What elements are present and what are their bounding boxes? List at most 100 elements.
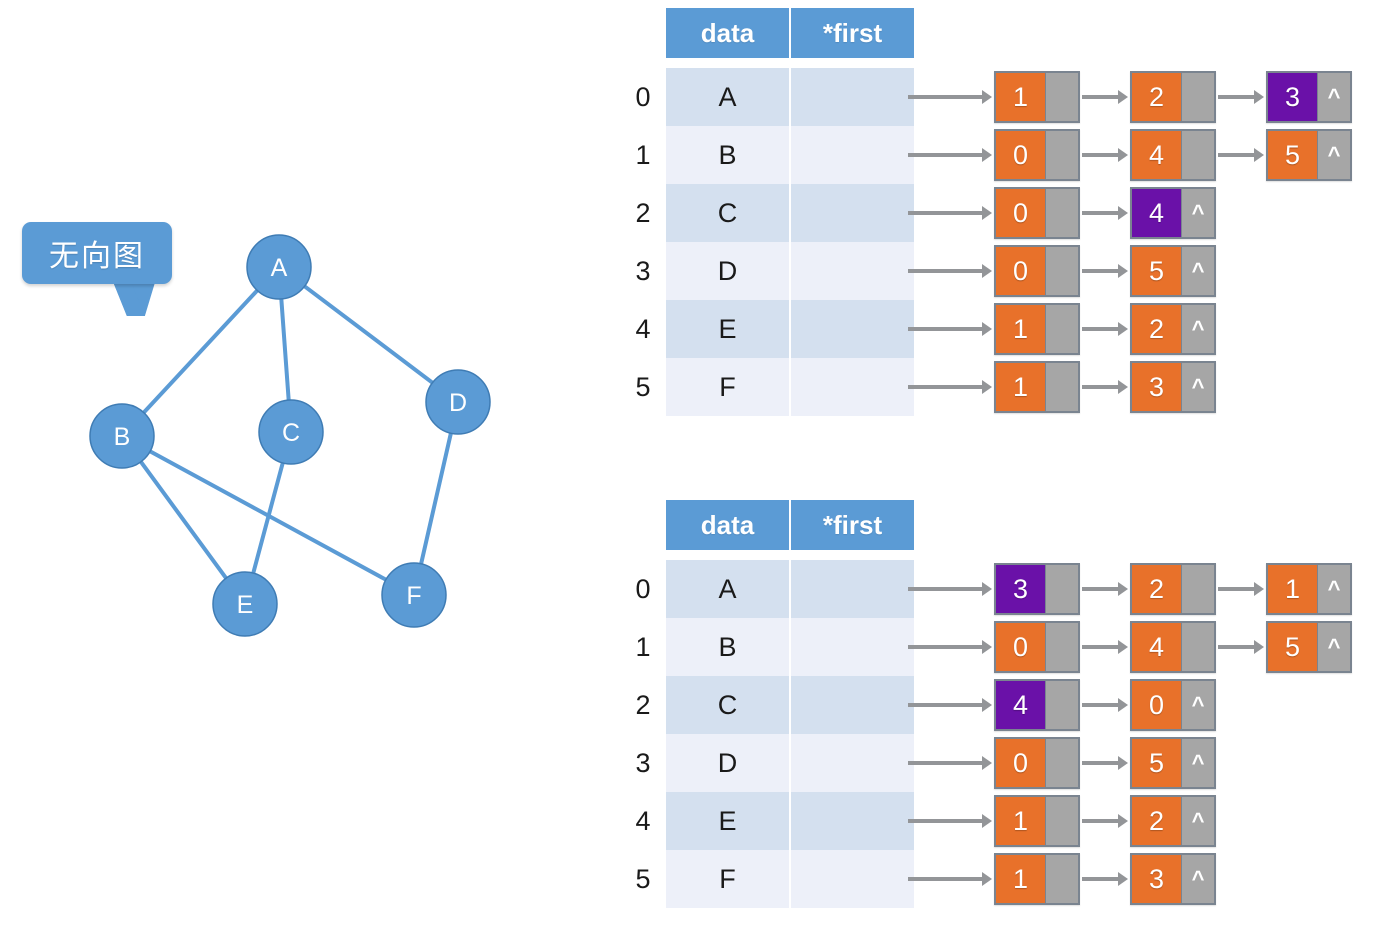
vertex-label: A (271, 254, 288, 282)
list-node[interactable]: 5^ (1130, 737, 1216, 789)
vertex-circle (212, 571, 278, 637)
row-index-1: 1 (635, 140, 651, 170)
list-node-value: 3 (996, 565, 1046, 613)
row-index-3: 3 (635, 256, 651, 286)
list-node[interactable]: 4 (994, 679, 1080, 731)
table-row[interactable]: A (666, 560, 914, 618)
list-node[interactable]: 4 (1130, 621, 1216, 673)
list-node[interactable]: 2 (1130, 563, 1216, 615)
list-node-value: 3 (1268, 73, 1318, 121)
table-row[interactable]: B (666, 618, 914, 676)
pointer-arrow-head-icon (982, 206, 992, 220)
list-node-next-pointer (1045, 73, 1078, 121)
cell-data-D: D (666, 242, 789, 300)
cell-first-pointer-C (791, 184, 914, 242)
row-index-4: 4 (635, 314, 651, 344)
vertex-label: E (237, 591, 254, 619)
list-node[interactable]: 0 (994, 621, 1080, 673)
table-row[interactable]: E (666, 300, 914, 358)
table-row[interactable]: C (666, 676, 914, 734)
column-header-first: *first (791, 8, 914, 58)
cell-first-pointer-E (791, 300, 914, 358)
list-node-value: 1 (996, 797, 1046, 845)
list-node[interactable]: 1^ (1266, 563, 1352, 615)
pointer-arrow-head-icon (982, 872, 992, 886)
table-row[interactable]: D (666, 242, 914, 300)
list-node-null-terminator: ^ (1181, 189, 1214, 237)
list-node[interactable]: 5^ (1266, 129, 1352, 181)
list-node[interactable]: 2^ (1130, 795, 1216, 847)
graph-vertex-b[interactable]: B (89, 403, 155, 469)
pointer-arrow-head-icon (982, 264, 992, 278)
list-node-null-terminator: ^ (1181, 855, 1214, 903)
cell-data-C: C (666, 184, 789, 242)
list-node-next-pointer (1045, 739, 1078, 787)
list-node[interactable]: 4^ (1130, 187, 1216, 239)
graph-vertex-f[interactable]: F (381, 562, 447, 628)
list-node[interactable]: 3^ (1130, 853, 1216, 905)
row-index-2: 2 (635, 690, 651, 720)
cell-first-pointer-A (791, 68, 914, 126)
list-node-value: 0 (1132, 681, 1182, 729)
list-node[interactable]: 5^ (1130, 245, 1216, 297)
cell-first-pointer-F (791, 358, 914, 416)
header-gap (666, 58, 914, 68)
cell-first-pointer-B (791, 126, 914, 184)
list-node[interactable]: 4 (1130, 129, 1216, 181)
pointer-arrow-head-icon (1254, 640, 1264, 654)
list-node-next-pointer (1045, 797, 1078, 845)
list-node-next-pointer (1181, 73, 1214, 121)
list-node[interactable]: 2^ (1130, 303, 1216, 355)
table-row[interactable]: E (666, 792, 914, 850)
graph-edge-layer (137, 283, 454, 583)
list-node[interactable]: 5^ (1266, 621, 1352, 673)
list-node-value: 1 (996, 363, 1046, 411)
list-node-value: 0 (996, 247, 1046, 295)
graph-edge-a-c (279, 294, 291, 405)
list-node[interactable]: 2 (1130, 71, 1216, 123)
list-node[interactable]: 0 (994, 187, 1080, 239)
list-node[interactable]: 1 (994, 361, 1080, 413)
list-node[interactable]: 3 (994, 563, 1080, 615)
table-row[interactable]: B (666, 126, 914, 184)
list-node[interactable]: 0 (994, 737, 1080, 789)
row-index-0: 0 (635, 574, 651, 604)
table-row[interactable]: D (666, 734, 914, 792)
column-header-first: *first (791, 500, 914, 550)
list-node[interactable]: 0 (994, 129, 1080, 181)
cell-data-A: A (666, 560, 789, 618)
list-node[interactable]: 1 (994, 303, 1080, 355)
list-node[interactable]: 1 (994, 71, 1080, 123)
pointer-arrow-head-icon (1254, 90, 1264, 104)
graph-vertex-c[interactable]: C (258, 399, 324, 465)
cell-data-A: A (666, 68, 789, 126)
list-node-value: 0 (996, 131, 1046, 179)
table-row[interactable]: C (666, 184, 914, 242)
table-row[interactable]: A (666, 68, 914, 126)
list-node[interactable]: 1 (994, 795, 1080, 847)
table-header-row: data*first (666, 500, 914, 550)
vertex-label: F (406, 582, 421, 610)
graph-vertex-d[interactable]: D (425, 369, 491, 435)
list-node[interactable]: 3^ (1130, 361, 1216, 413)
pointer-arrow-head-icon (982, 756, 992, 770)
cell-first-pointer-C (791, 676, 914, 734)
list-node[interactable]: 0^ (1130, 679, 1216, 731)
cell-data-F: F (666, 850, 789, 908)
graph-vertex-a[interactable]: A (246, 234, 312, 300)
list-node-value: 3 (1132, 363, 1182, 411)
table-row[interactable]: F (666, 358, 914, 416)
list-node[interactable]: 1 (994, 853, 1080, 905)
list-node[interactable]: 0 (994, 245, 1080, 297)
list-node[interactable]: 3^ (1266, 71, 1352, 123)
list-node-value: 0 (996, 739, 1046, 787)
table-row[interactable]: F (666, 850, 914, 908)
vertex-circle (425, 369, 491, 435)
graph-vertex-e[interactable]: E (212, 571, 278, 637)
pointer-arrow-head-icon (1254, 582, 1264, 596)
cell-first-pointer-D (791, 242, 914, 300)
graph-edge-a-d (300, 283, 437, 386)
list-node-value: 1 (996, 855, 1046, 903)
